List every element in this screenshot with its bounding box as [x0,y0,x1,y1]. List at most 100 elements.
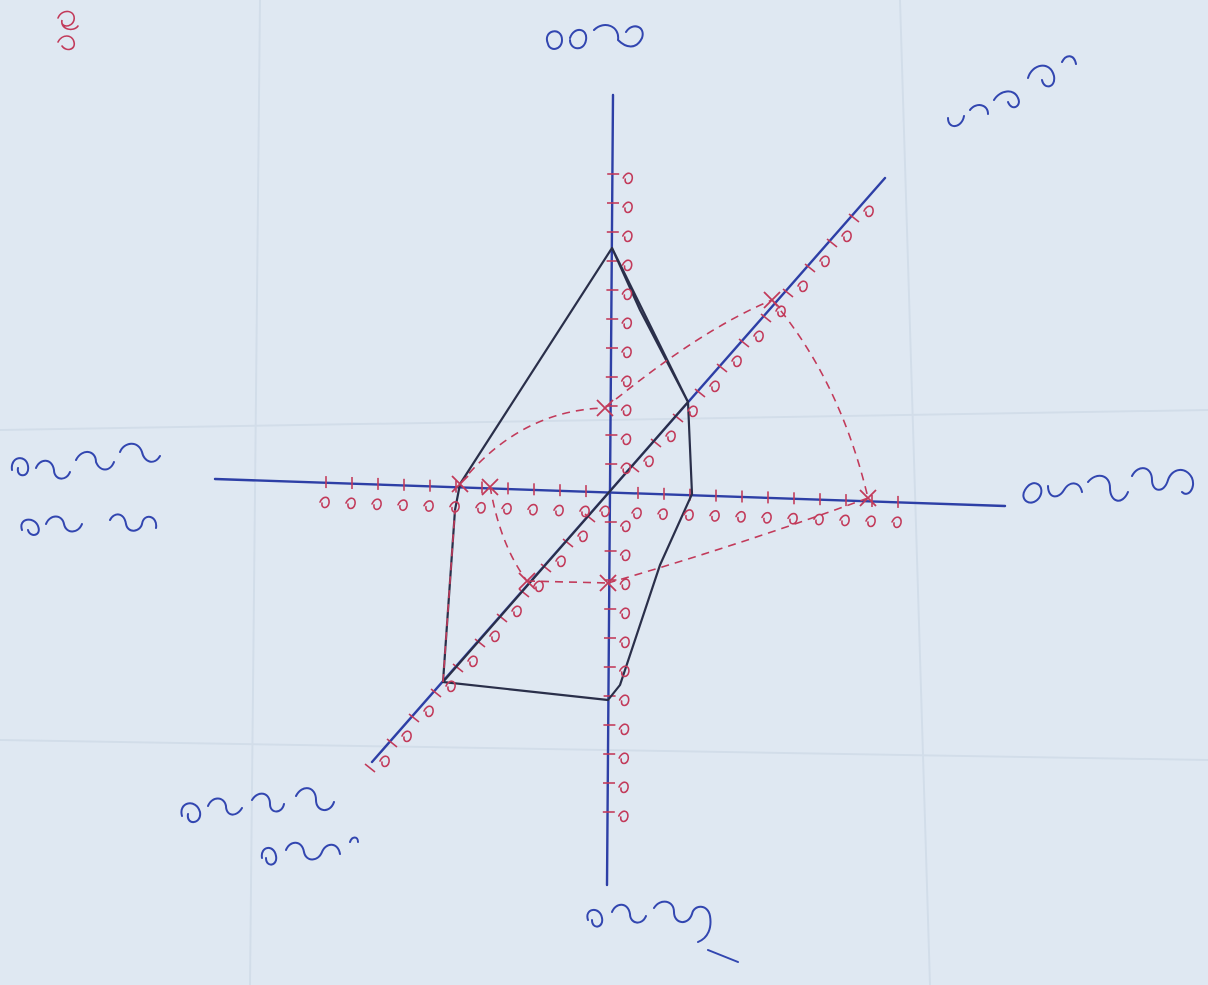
construction-arc-2 [604,299,773,409]
tick-numeral [319,496,330,509]
tick-numeral [891,516,902,529]
tick-numeral [735,510,746,523]
tick-numeral [467,655,478,668]
tick-numeral [489,630,500,643]
tick-numeral [579,505,590,518]
diagonal-tick [408,713,420,723]
tick-numeral [622,230,633,243]
tick-numeral [397,499,408,512]
tick-numeral [787,512,798,525]
diagonal-tick [694,388,706,398]
tick-numeral [379,755,390,768]
tick-numeral [761,511,772,524]
tick-numeral [423,705,434,718]
diagonal-tick [738,338,750,348]
label-top [545,24,644,50]
diagonal-tick [804,263,816,273]
tick-numeral [449,501,460,513]
tick-numeral [709,380,720,393]
tick-numeral [620,462,632,475]
diagonal-tick [650,438,662,448]
tick-numeral [621,375,632,388]
tick-numeral [631,507,642,520]
tick-numeral [618,810,629,823]
diagonal-tick [760,313,772,323]
label-bottom-left [180,787,359,866]
diagonal-tick [716,363,728,373]
tick-numeral [619,549,631,562]
tick-numeral [423,500,434,512]
tick-numeral [618,694,630,707]
tick-numeral [555,555,566,568]
diagonal-tick [518,588,530,598]
tick-numeral [657,508,668,521]
tick-numeral [665,430,676,443]
label-corner [57,10,79,51]
diagonal-tick [826,238,838,248]
tick-numeral [839,514,850,527]
tick-numeral [619,578,631,591]
diagonal-tick [430,688,442,698]
horizontal-ticks [325,476,899,508]
diagonal-tick [672,413,684,423]
tick-numeral [863,205,874,218]
tick-numeral [841,230,852,243]
tick-numeral [599,505,610,518]
diagonal-tick [848,213,860,223]
tick-numeral [622,201,633,214]
tick-numeral [621,259,633,272]
tick-numeral [753,330,764,343]
tick-numeral [511,605,522,618]
label-top-right [947,55,1077,127]
tick-numeral [577,530,588,543]
shape-edge-top-right [611,247,689,403]
shape-outline [441,246,694,702]
tick-numeral [819,255,830,268]
tick-numeral [619,607,631,620]
tick-numeral [813,513,824,526]
tick-numeral [371,498,382,511]
diagonal-tick [782,288,794,298]
tick-numeral [553,504,564,517]
diagonal-tick [474,638,486,648]
construction-arc-4 [607,497,869,584]
tick-numeral [345,497,356,510]
tick-numeral [775,305,786,318]
tick-numeral [401,730,412,743]
construction-arc-5 [489,485,528,582]
diagonal-tick [496,613,508,623]
tick-numeral [865,515,876,528]
diagonal-tick [540,563,552,573]
tick-numeral [619,636,630,649]
tick-numeral [621,288,633,301]
tick-numeral [527,503,538,516]
tick-numeral [683,509,694,521]
label-right [1022,467,1194,504]
construction-arc-1 [459,407,606,485]
label-left [10,442,161,536]
tick-numeral [620,520,631,533]
tick-numeral [619,665,630,678]
construction-arc-3 [771,299,869,499]
vertical-ticks [602,173,620,813]
diagonal-tick [562,538,574,548]
tick-numeral [620,404,632,417]
tick-numeral [618,781,629,794]
tick-numeral [618,752,630,765]
diagonal-tick [386,738,398,748]
tick-numeral [620,433,632,446]
tick-numeral [731,355,742,368]
tick-numeral [643,455,654,468]
tick-numeral [797,280,808,293]
tick-numeral [622,172,634,185]
tick-numeral [687,405,698,418]
diagonal-tick [364,763,376,773]
tick-numerals [319,172,902,823]
label-bottom [586,900,739,963]
tick-numeral [709,510,720,522]
tick-numeral [621,346,632,359]
tick-numeral [621,317,633,330]
tick-numeral [501,502,512,515]
shape-edge-diagonal [442,401,689,683]
